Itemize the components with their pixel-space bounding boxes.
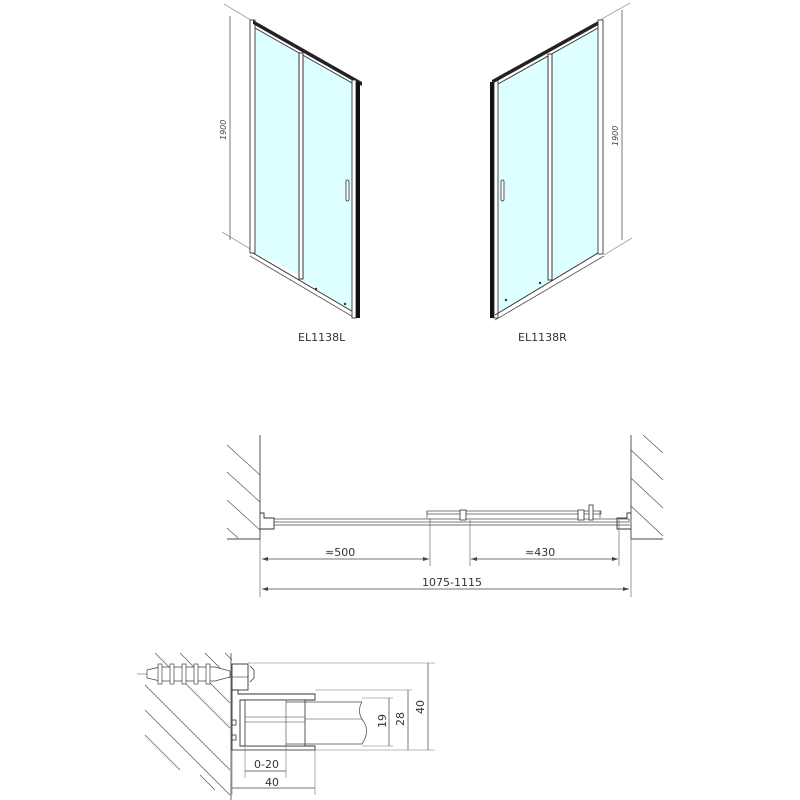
total-width-dim: 1075-1115 — [422, 576, 482, 589]
outer-profile-dim: 40 — [414, 700, 427, 714]
left-door-isometric: 1900 EL1138L — [219, 3, 362, 344]
profile-width-dim: 40 — [265, 776, 279, 789]
right-height-dim: 1900 — [611, 126, 620, 146]
right-door-model-label: EL1138R — [518, 331, 567, 344]
inner-profile-dim: 28 — [394, 712, 407, 726]
left-height-dim: 1900 — [219, 120, 228, 140]
plan-view: ≈500 ≈430 1075-1115 — [226, 434, 664, 597]
fixed-panel-dim: ≈500 — [325, 546, 355, 559]
glass-thickness-dim: 19 — [376, 714, 389, 728]
profile-detail: 19 28 40 0-20 40 — [137, 652, 435, 800]
sliding-panel-dim: ≈430 — [525, 546, 555, 559]
left-door-model-label: EL1138L — [298, 331, 346, 344]
adjust-range-dim: 0-20 — [254, 758, 279, 771]
right-door-isometric: 1900 EL1138R — [490, 2, 633, 344]
